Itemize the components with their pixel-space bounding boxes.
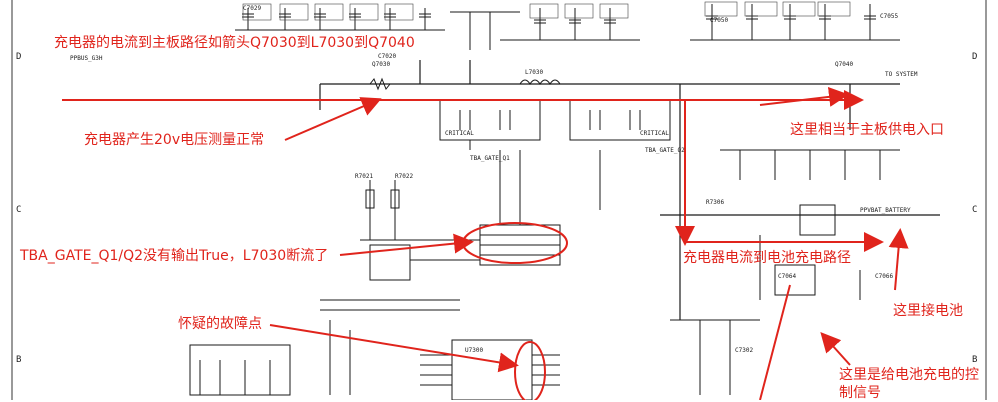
label-u7300: U7300 — [465, 347, 483, 354]
top-capacitor-bank-left — [235, 3, 445, 31]
right-battery-circuit — [670, 149, 900, 395]
label-to-system: TO SYSTEM — [885, 71, 918, 78]
label-c7064: C7064 — [778, 273, 796, 280]
annotation-control-note-1: 这里是给电池充电的控 — [839, 367, 979, 383]
l7030-coil — [519, 79, 561, 85]
zone-letter-right-b: B — [972, 355, 978, 365]
zone-letter-left-c: C — [16, 205, 22, 215]
annotation-arrows — [62, 86, 909, 400]
annotation-suspect-note: 怀疑的故障点 — [178, 316, 262, 332]
label-r7306: R7306 — [706, 199, 724, 206]
label-c7020: C7020 — [378, 53, 396, 60]
annotation-battery-path-note: 充电器电流到电池充电路径 — [683, 250, 851, 266]
label-r7022: R7022 — [395, 173, 413, 180]
label-ppbus: PPBUS_G3H — [70, 55, 103, 62]
label-critical-1: CRITICAL — [445, 130, 474, 137]
label-c7055: C7055 — [880, 13, 898, 20]
label-c7050: C7050 — [710, 17, 728, 24]
label-gate-q2: TBA_GATE_Q1 — [470, 155, 510, 162]
top-capacitor-bank-right — [690, 1, 900, 41]
annotation-path-note: 充电器的电流到主板路径如箭头Q7030到L7030到Q7040 — [54, 35, 415, 51]
zone-letter-right-d: D — [972, 52, 978, 62]
gate-driver-block — [469, 140, 601, 266]
left-resistor-network — [360, 180, 480, 281]
bottom-left-components — [189, 299, 460, 396]
label-r7021: R7021 — [355, 173, 373, 180]
label-gate-q1: TBA_GATE_Q2 — [645, 147, 685, 154]
label-l7030: L7030 — [525, 69, 543, 76]
annotation-voltage-note: 充电器产生20v电压测量正常 — [84, 132, 265, 148]
annotation-battery-note: 这里接电池 — [893, 303, 963, 319]
annotation-gate-note: TBA_GATE_Q1/Q2没有输出True，L7030断流了 — [20, 248, 329, 264]
label-battery-net: PPVBAT_BATTERY — [860, 207, 911, 214]
zone-letter-left-b: B — [16, 355, 22, 365]
label-q7040: Q7040 — [835, 61, 853, 68]
zone-letter-left-d: D — [16, 52, 22, 62]
input-sense-resistor — [369, 77, 391, 91]
label-c7029: C7029 — [243, 5, 261, 12]
annotation-input-note: 这里相当于主板供电入口 — [790, 122, 944, 138]
zone-letter-right-c: C — [972, 205, 978, 215]
label-c7066: C7066 — [875, 273, 893, 280]
label-critical-2: CRITICAL — [640, 130, 669, 137]
annotation-control-note-2: 制信号 — [839, 385, 881, 401]
label-c7302: C7302 — [735, 347, 753, 354]
u7300-chip — [420, 339, 560, 400]
label-r7020: Q7030 — [372, 61, 390, 68]
top-capacitor-bank-mid — [450, 3, 640, 50]
